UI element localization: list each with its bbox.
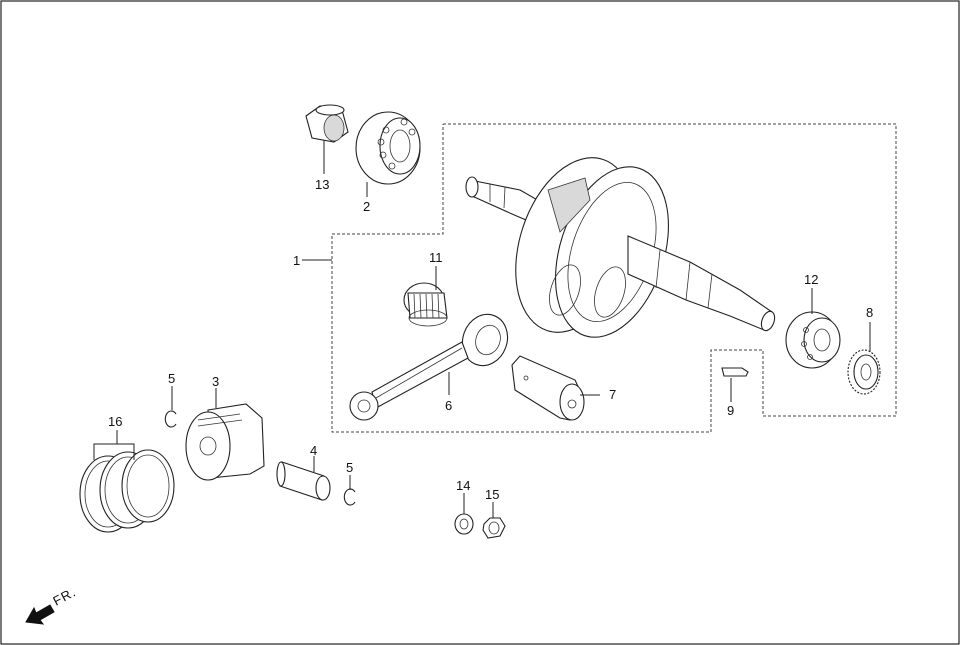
connecting-rod <box>349 313 509 421</box>
label-part-9: 9 <box>727 403 734 418</box>
piston <box>185 403 265 481</box>
circlip-left <box>164 410 177 428</box>
label-part-5-right: 5 <box>346 460 353 475</box>
crankshaft-assembly-outline <box>331 123 897 433</box>
label-part-15: 15 <box>485 487 499 502</box>
hex-nut <box>482 517 506 539</box>
label-part-11: 11 <box>429 250 443 265</box>
label-part-3: 3 <box>212 374 219 389</box>
bushing <box>305 104 349 143</box>
label-part-12: 12 <box>804 272 818 287</box>
crankshaft <box>465 157 776 338</box>
label-part-7: 7 <box>609 387 616 402</box>
washer <box>454 513 474 535</box>
label-part-13: 13 <box>315 177 329 192</box>
drive-gear <box>847 349 881 395</box>
label-part-8: 8 <box>866 305 873 320</box>
counter-weight <box>511 355 585 421</box>
label-part-16: 16 <box>108 414 122 429</box>
woodruff-key <box>721 367 749 377</box>
label-part-5-left: 5 <box>168 371 175 386</box>
label-part-2: 2 <box>363 199 370 214</box>
piston-pin <box>276 461 331 501</box>
circlip-right <box>343 488 356 506</box>
front-direction-label: FR. <box>50 584 78 608</box>
leader-lines <box>93 140 871 518</box>
label-part-4: 4 <box>310 443 317 458</box>
label-part-14: 14 <box>456 478 470 493</box>
needle-bearing <box>403 282 448 327</box>
label-part-6: 6 <box>445 398 452 413</box>
ball-bearing-right <box>785 311 841 369</box>
front-arrow-icon <box>25 604 55 625</box>
piston-rings <box>79 449 175 533</box>
label-part-1: 1 <box>293 253 300 268</box>
ball-bearing <box>355 111 421 185</box>
